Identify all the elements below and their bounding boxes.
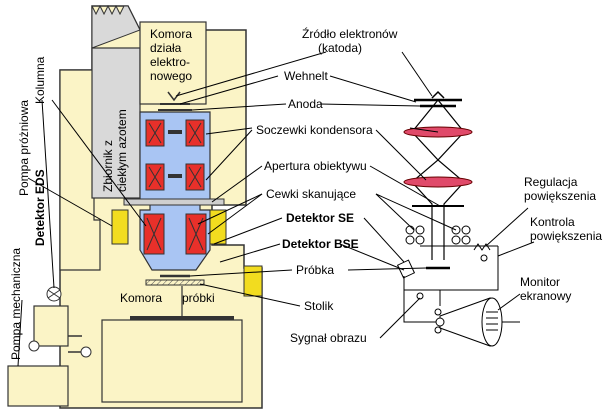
signal-wiring xyxy=(403,245,520,323)
label-pompa-mechaniczna: Pompa mechaniczna xyxy=(9,248,23,360)
valve-icon xyxy=(28,340,40,352)
label-probki: próbki xyxy=(182,291,215,305)
stage xyxy=(145,279,205,286)
label-kolumna: Kolumna xyxy=(33,56,47,104)
condenser-coils xyxy=(145,119,205,191)
label-anoda: Anoda xyxy=(288,97,323,111)
label-monitor-1: Monitor xyxy=(520,275,560,289)
label-regulacja-1: Regulacja xyxy=(524,175,578,189)
label-zrodlo-2: (katoda) xyxy=(318,41,362,55)
label-monitor-2: ekranowy xyxy=(520,289,571,303)
valve-icon xyxy=(80,346,92,358)
label-komora-dziala-4: nowego xyxy=(150,69,192,83)
scan-coils xyxy=(405,225,471,245)
detector-eds-yellow xyxy=(111,209,129,245)
label-detektor-bse: Detektor BSE xyxy=(282,237,359,251)
cathode-icon xyxy=(431,90,445,99)
objective-coils xyxy=(143,213,207,255)
label-pompa-prozniowa: Pompa próżniowa xyxy=(17,100,31,196)
label-probka: Próbka xyxy=(296,263,334,277)
aperture-bar xyxy=(123,198,225,206)
label-stolik: Stolik xyxy=(304,299,334,313)
vacuum-pump xyxy=(33,305,69,347)
label-zbiornik-2: ciekłym azotem xyxy=(115,109,129,192)
label-kontrola-1: Kontrola xyxy=(530,215,575,229)
label-komora-dziala-1: Komora xyxy=(150,27,192,41)
label-komora: Komora xyxy=(120,291,162,305)
cathode-tip-left xyxy=(167,91,181,102)
leader-lines xyxy=(17,51,535,367)
label-soczewki: Soczewki kondensora xyxy=(256,123,373,137)
instrument-housing xyxy=(7,4,263,409)
label-komora-dziala-3: elektro- xyxy=(150,55,190,69)
label-kontrola-2: powiększenia xyxy=(530,229,602,243)
label-komora-dziala-2: działa xyxy=(150,41,182,55)
label-detektor-se: Detektor SE xyxy=(286,211,354,225)
text-labels: Komora działa elektro- nowego Zbiornik z… xyxy=(9,26,602,360)
label-apertura: Apertura obiektywu xyxy=(264,159,367,173)
chamber-lower-box xyxy=(101,319,243,403)
label-cewki: Cewki skanujące xyxy=(266,187,356,201)
condenser-lens-2 xyxy=(403,176,473,188)
label-zrodlo-1: Źródło elektronów xyxy=(302,26,398,41)
label-zbiornik-1: Zbiornik z xyxy=(101,140,115,192)
chamber-pedestal xyxy=(130,316,234,320)
beam-path xyxy=(411,99,465,260)
monitor-icon xyxy=(435,297,503,347)
label-wehnelt: Wehnelt xyxy=(284,69,328,83)
beam-schematic xyxy=(396,90,520,347)
label-regulacja-2: powiększenia xyxy=(524,189,596,203)
label-sygnal: Sygnał obrazu xyxy=(290,331,367,345)
detector-bse-yellow xyxy=(243,265,263,297)
mechanical-pump xyxy=(7,365,69,407)
label-detektor-eds: Detektor EDS xyxy=(33,169,47,246)
